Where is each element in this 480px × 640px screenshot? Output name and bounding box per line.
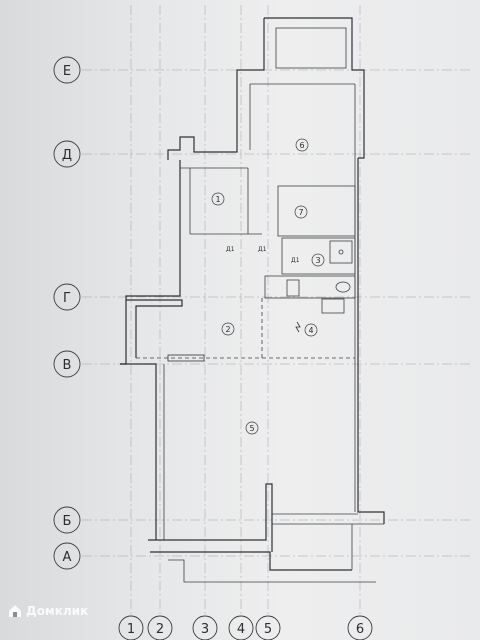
column-axis-bubble-4: 4 bbox=[228, 615, 254, 640]
row-axis-bubble-e: Е bbox=[53, 56, 81, 84]
room-number: 3 bbox=[315, 256, 320, 265]
row-axis-label: Г bbox=[63, 291, 71, 306]
column-grid-lines bbox=[130, 5, 361, 615]
door-mark: Д1 bbox=[258, 246, 267, 253]
row-axis-bubble-b: Б bbox=[53, 506, 81, 534]
row-axis-label: Д bbox=[62, 148, 72, 163]
room-label-2: 2 bbox=[221, 322, 235, 336]
room-label-5: 5 bbox=[245, 421, 259, 435]
room-number: 6 bbox=[299, 141, 304, 150]
column-axis-label: 2 bbox=[156, 622, 164, 637]
row-axis-bubble-d: Д bbox=[53, 140, 81, 168]
column-axis-bubble-2: 2 bbox=[147, 615, 173, 640]
column-axis-label: 6 bbox=[356, 622, 364, 637]
room-number: 1 bbox=[215, 195, 220, 204]
column-axis-bubble-6: 6 bbox=[347, 615, 373, 640]
column-axis-label: 5 bbox=[264, 622, 272, 637]
column-axis-bubble-1: 1 bbox=[118, 615, 144, 640]
electric-icon bbox=[295, 321, 301, 333]
room-label-3: 3 bbox=[311, 253, 325, 267]
row-axis-bubble-v: В bbox=[53, 350, 81, 378]
room-number: 5 bbox=[249, 424, 254, 433]
room-label-7: 7 bbox=[294, 205, 308, 219]
room-label-4: 4 bbox=[304, 323, 318, 337]
column-axis-bubble-5: 5 bbox=[255, 615, 281, 640]
row-axis-bubble-a: А bbox=[53, 542, 81, 570]
column-axis-label: 4 bbox=[237, 622, 245, 637]
column-axis-label: 1 bbox=[127, 622, 135, 637]
room-number: 4 bbox=[308, 326, 313, 335]
room-number: 7 bbox=[298, 208, 303, 217]
row-axis-label: А bbox=[63, 550, 72, 565]
row-axis-label: Б bbox=[63, 514, 72, 529]
room-label-1: 1 bbox=[211, 192, 225, 206]
watermark: Домклик bbox=[8, 604, 88, 618]
row-axis-bubble-g: Г bbox=[53, 283, 81, 311]
row-axis-label: В bbox=[63, 358, 72, 373]
column-axis-label: 3 bbox=[201, 622, 209, 637]
row-grid-lines bbox=[82, 69, 470, 557]
room-number: 2 bbox=[225, 325, 230, 334]
watermark-text: Домклик bbox=[26, 604, 89, 618]
door-mark: Д1 bbox=[226, 246, 235, 253]
outer-walls bbox=[120, 17, 385, 583]
door-mark: Д1 bbox=[291, 257, 300, 264]
column-axis-bubble-3: 3 bbox=[192, 615, 218, 640]
domklik-logo-icon bbox=[9, 605, 21, 617]
room-label-6: 6 bbox=[295, 138, 309, 152]
row-axis-label: Е bbox=[63, 64, 71, 79]
